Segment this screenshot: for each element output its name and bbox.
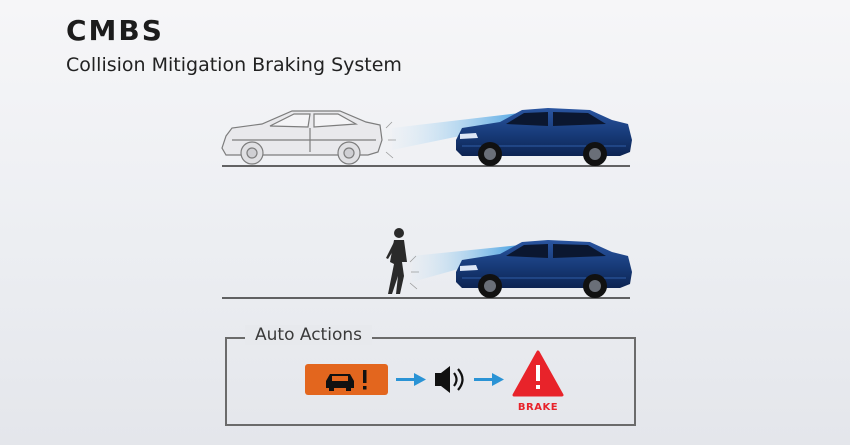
auto-actions-panel: [225, 337, 636, 426]
speaker-icon: [435, 366, 464, 393]
host-vehicle: [456, 108, 632, 166]
arrow-right-icon: [474, 373, 504, 386]
arrow-right-icon: [396, 373, 426, 386]
page-title: CMBS: [66, 14, 164, 47]
host-vehicle: [456, 240, 632, 298]
scene-vehicle-ahead: [221, 108, 632, 167]
car-warning-icon: [305, 364, 388, 395]
pedestrian: [386, 228, 407, 294]
scene-pedestrian: [222, 228, 632, 299]
brake-label: BRAKE: [517, 402, 559, 413]
brake-warning-icon: [512, 350, 564, 397]
lead-vehicle: [221, 110, 383, 165]
auto-actions-label: Auto Actions: [245, 325, 372, 345]
page-subtitle: Collision Mitigation Braking System: [66, 54, 402, 76]
sensor-beam: [392, 112, 528, 150]
